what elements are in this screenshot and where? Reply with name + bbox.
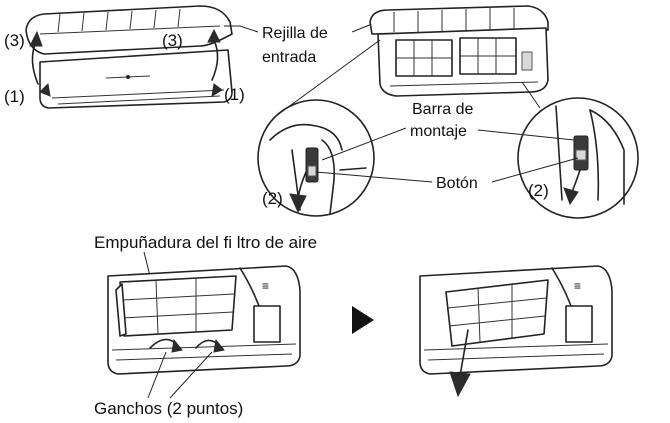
mounting-bar-label-line1: Barra de <box>412 101 473 118</box>
push-arrow-left <box>39 82 51 97</box>
unit-logo-left: ≡ <box>262 279 269 293</box>
push-down-arrowhead-left <box>289 193 307 214</box>
indoor-unit-top-left <box>25 5 233 109</box>
detail-circle-left <box>257 39 381 217</box>
hooks-label: Ganchos (2 puntos) <box>94 399 243 418</box>
mounting-bar-leader-right <box>477 129 575 141</box>
inlet-grille-label-line1: Rejilla de <box>262 25 328 42</box>
hook-arrowhead-right <box>213 338 225 353</box>
pull-down-arrow <box>459 329 469 377</box>
button-leader-right <box>491 157 579 183</box>
indoor-unit-bottom-left: ≡ <box>107 265 301 375</box>
mounting-bar-label-line2: montaje <box>410 123 467 140</box>
inlet-grille-label-line2: entrada <box>262 49 316 66</box>
inlet-grille-leader-left <box>224 25 259 33</box>
unit-logo-right: ≡ <box>574 279 581 293</box>
lift-arrow-right <box>211 39 219 81</box>
push-down-arrowhead-right <box>563 187 579 206</box>
indoor-unit-bottom-right: ≡ <box>419 265 613 375</box>
step-1-label-left: (1) <box>4 87 25 106</box>
filter-handle-label: Empuñadura del fi ltro de aire <box>94 233 317 252</box>
hooks-leader-left <box>147 351 167 399</box>
button-label: Botón <box>436 175 478 192</box>
inlet-grille-leader-right <box>351 23 373 33</box>
step-2-label-right: (2) <box>528 181 549 200</box>
push-arrow-right <box>211 83 223 97</box>
hook-arrowhead-left <box>171 338 183 353</box>
lift-arrowhead-left <box>29 30 43 47</box>
step-1-label-right: (1) <box>224 85 245 104</box>
button-leader-left <box>315 171 433 183</box>
step-2-label-left: (2) <box>262 189 283 208</box>
indoor-unit-top-right <box>369 5 549 97</box>
play-triangle-icon <box>352 306 374 334</box>
hooks-leader-right <box>169 351 213 399</box>
step-3-label-left: (3) <box>4 31 25 50</box>
pull-down-arrowhead <box>449 371 471 398</box>
lift-arrowhead-right <box>207 28 221 43</box>
mounting-bar-leader-left <box>321 127 407 161</box>
step-3-label-right: (3) <box>162 31 183 50</box>
